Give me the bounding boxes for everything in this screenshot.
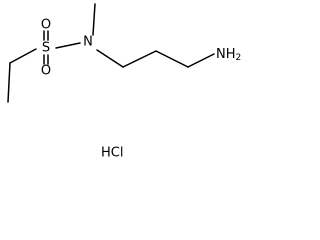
bond-layer [7, 3, 215, 103]
bond-c3-nh2 [187, 53, 215, 68]
bond-n-c1 [96, 49, 124, 68]
bond-s-n [55, 42, 81, 49]
sulfur-label: S [42, 41, 50, 56]
amine-subscript: 2 [236, 53, 242, 63]
atom-label-layer: O S O N NH2 [41, 18, 241, 79]
oxygen-top-label: O [41, 18, 51, 33]
amine-label: NH2 [216, 47, 241, 64]
bond-c1-c2 [122, 50, 157, 68]
bond-n-methyl [92, 3, 96, 36]
salt-label: HCl [101, 146, 123, 161]
oxygen-bottom-label: O [41, 64, 51, 79]
bond-ethyl-ch3-ch2 [7, 62, 11, 103]
amine-nh: NH [216, 47, 236, 62]
bond-ethyl-ch2-s [9, 48, 37, 64]
chemical-structure: O S O N NH2 HCl [7, 3, 241, 161]
bond-c2-c3 [155, 50, 189, 68]
nitrogen-label: N [83, 35, 93, 50]
